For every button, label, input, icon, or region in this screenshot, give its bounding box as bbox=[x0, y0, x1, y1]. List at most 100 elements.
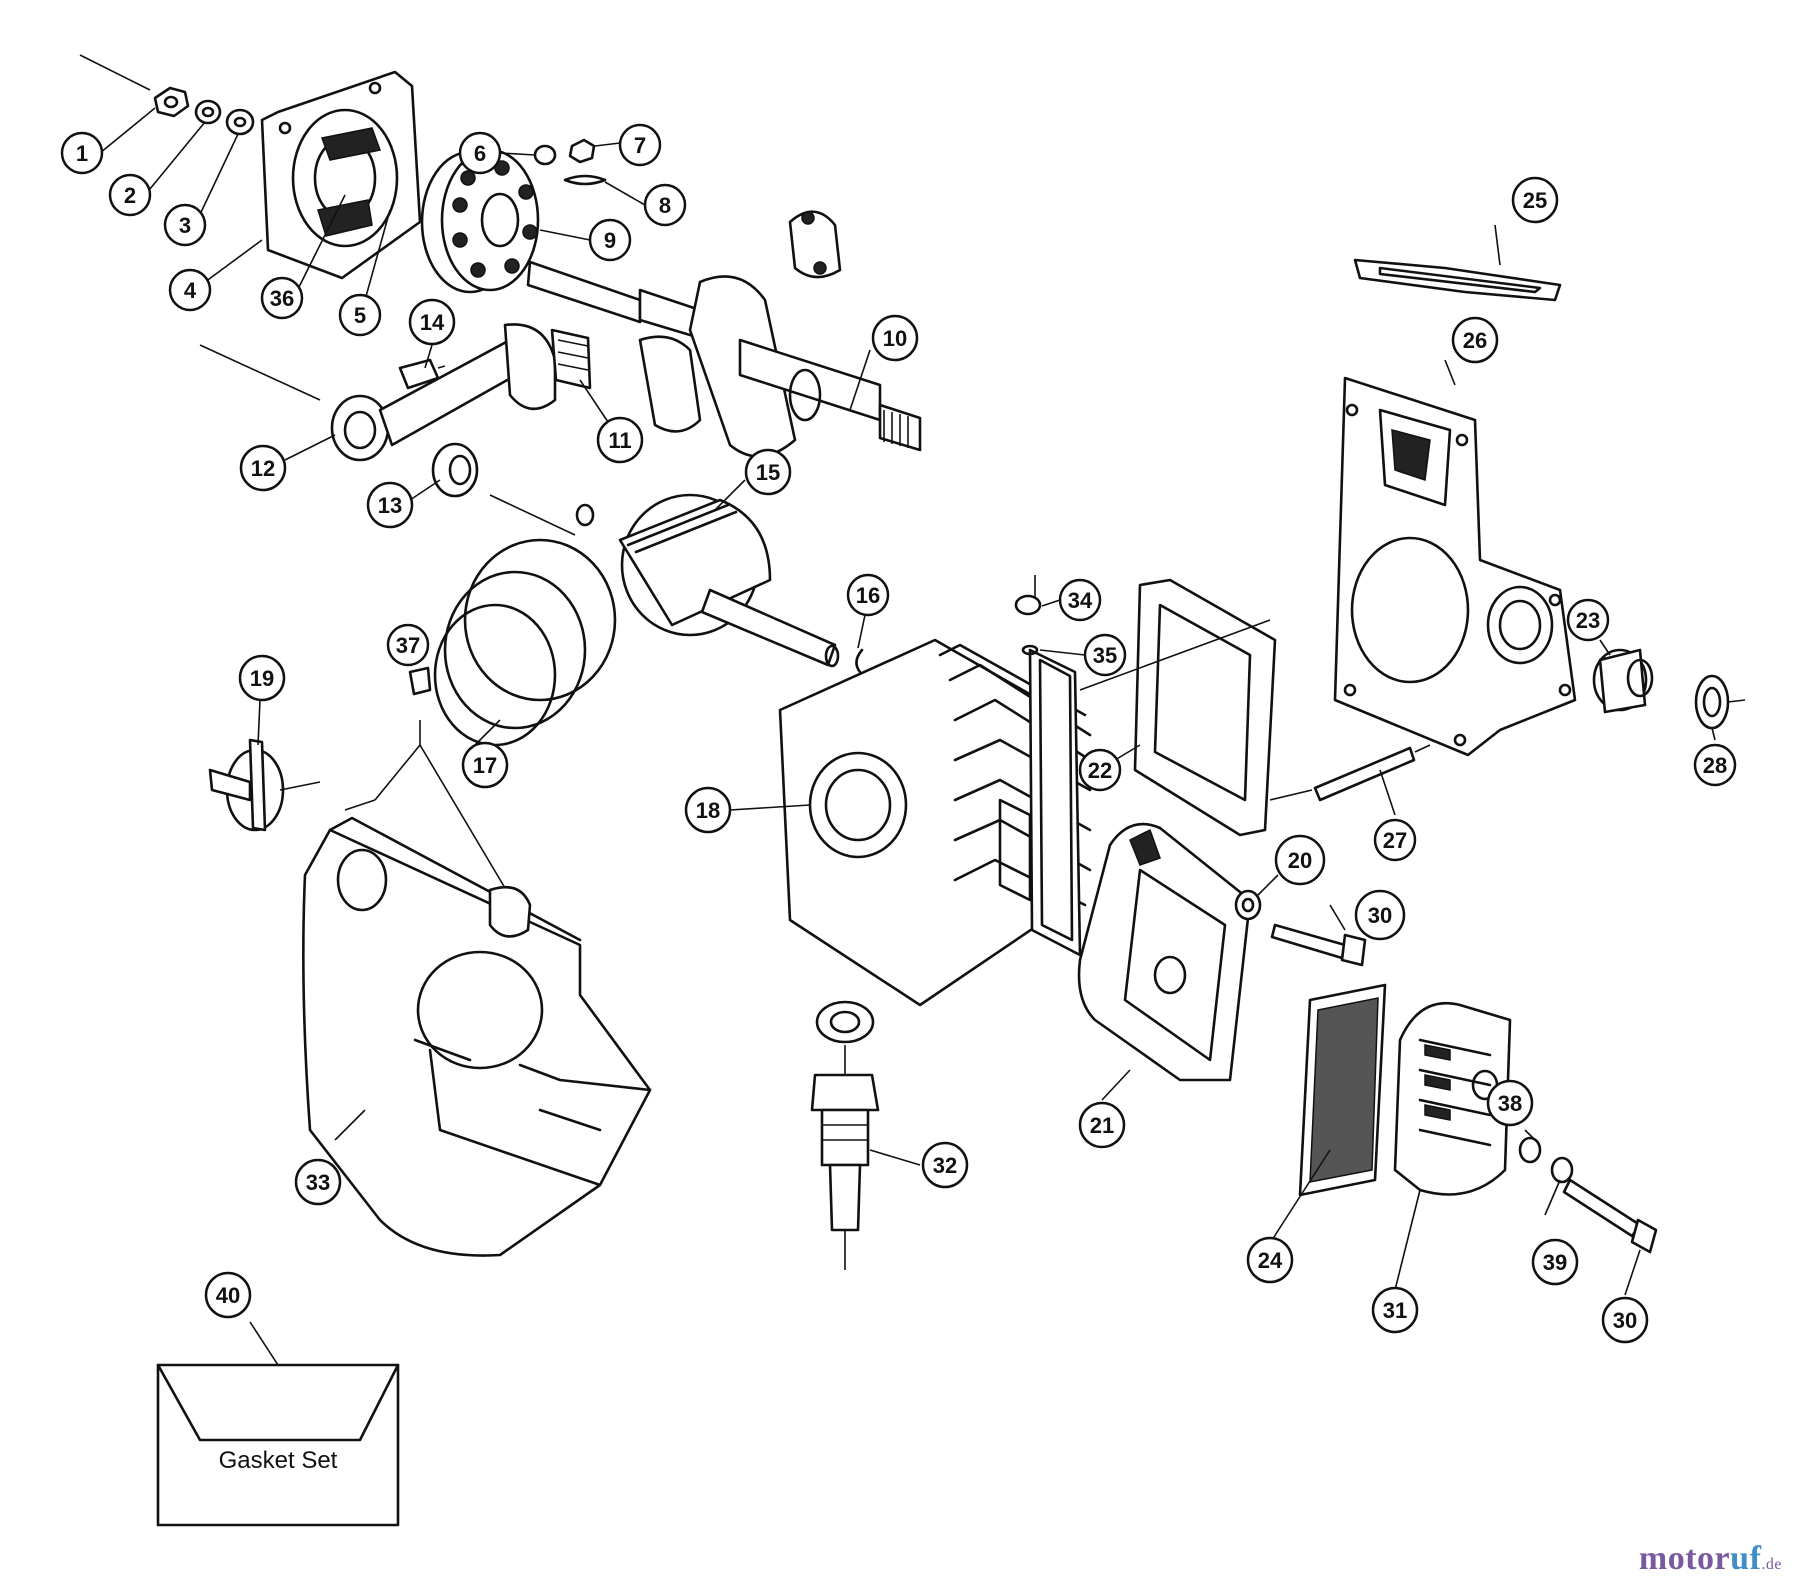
callout: 33 bbox=[294, 1158, 342, 1206]
svg-text:40: 40 bbox=[216, 1283, 240, 1308]
stator-plate bbox=[260, 70, 422, 280]
callout: 28 bbox=[1693, 743, 1737, 787]
svg-text:10: 10 bbox=[883, 326, 907, 351]
svg-text:5: 5 bbox=[354, 303, 366, 328]
callout: 37 bbox=[386, 623, 430, 667]
callout: 1 bbox=[60, 131, 104, 175]
small-hardware bbox=[533, 138, 607, 186]
choke-lever bbox=[208, 738, 321, 832]
svg-text:16: 16 bbox=[856, 583, 880, 608]
callout: 20 bbox=[1274, 834, 1326, 886]
callout: 25 bbox=[1511, 176, 1559, 224]
callout: 18 bbox=[684, 786, 732, 834]
svg-text:8: 8 bbox=[659, 193, 671, 218]
muffler-cover bbox=[1393, 1001, 1574, 1196]
svg-text:20: 20 bbox=[1288, 848, 1312, 873]
svg-text:18: 18 bbox=[696, 798, 720, 823]
stud bbox=[1269, 744, 1431, 802]
svg-text:38: 38 bbox=[1498, 1091, 1522, 1116]
watermark: motoruf.de bbox=[1638, 1540, 1782, 1577]
callout: 30 bbox=[1601, 1296, 1649, 1344]
callout: 4 bbox=[168, 268, 212, 312]
svg-text:14: 14 bbox=[420, 310, 445, 335]
callout: 11 bbox=[596, 416, 644, 464]
svg-text:9: 9 bbox=[604, 228, 616, 253]
callout: 16 bbox=[846, 573, 890, 617]
svg-text:39: 39 bbox=[1543, 1250, 1567, 1275]
svg-text:30: 30 bbox=[1368, 903, 1392, 928]
gasket-set-envelope bbox=[156, 1363, 400, 1527]
bearing-cap bbox=[788, 210, 842, 279]
cylinder-gasket bbox=[1079, 578, 1277, 837]
svg-text:22: 22 bbox=[1088, 758, 1112, 783]
callout: 14 bbox=[408, 298, 456, 346]
bearing-and-seal bbox=[1592, 648, 1746, 730]
svg-text:4: 4 bbox=[184, 278, 197, 303]
callout: 36 bbox=[260, 276, 304, 320]
leader-lines bbox=[99, 107, 1716, 1366]
callout: 39 bbox=[1531, 1238, 1579, 1286]
callout: 5 bbox=[338, 293, 382, 337]
svg-text:6: 6 bbox=[474, 141, 486, 166]
callout: 10 bbox=[871, 314, 919, 362]
cylinder bbox=[778, 575, 1092, 1007]
svg-text:12: 12 bbox=[251, 456, 275, 481]
svg-text:28: 28 bbox=[1703, 753, 1727, 778]
crankcase-gasket bbox=[1353, 258, 1562, 302]
callout: 23 bbox=[1566, 598, 1610, 642]
svg-text:13: 13 bbox=[378, 493, 402, 518]
callout: 26 bbox=[1451, 316, 1499, 364]
svg-text:15: 15 bbox=[756, 460, 780, 485]
callout: 24 bbox=[1246, 1236, 1294, 1284]
callout: 3 bbox=[163, 203, 207, 247]
callout: 35 bbox=[1083, 633, 1127, 677]
svg-text:7: 7 bbox=[634, 133, 646, 158]
callout: 31 bbox=[1371, 1286, 1419, 1334]
callout: 12 bbox=[239, 444, 287, 492]
callout: 34 bbox=[1058, 578, 1102, 622]
muffler bbox=[1077, 822, 1262, 1082]
svg-text:34: 34 bbox=[1068, 588, 1093, 613]
svg-text:25: 25 bbox=[1523, 188, 1547, 213]
svg-text:19: 19 bbox=[250, 666, 274, 691]
callout: 38 bbox=[1486, 1079, 1534, 1127]
svg-text:17: 17 bbox=[473, 753, 497, 778]
callout: 7 bbox=[618, 123, 662, 167]
svg-text:30: 30 bbox=[1613, 1308, 1637, 1333]
svg-text:3: 3 bbox=[179, 213, 191, 238]
callout: 27 bbox=[1373, 818, 1417, 862]
callout: 21 bbox=[1078, 1101, 1126, 1149]
svg-text:37: 37 bbox=[396, 633, 420, 658]
spark-plug bbox=[810, 1000, 880, 1270]
callout: 19 bbox=[238, 654, 286, 702]
callout: 6 bbox=[458, 131, 502, 175]
callout: 9 bbox=[588, 218, 632, 262]
svg-text:31: 31 bbox=[1383, 1298, 1407, 1323]
svg-text:23: 23 bbox=[1576, 608, 1600, 633]
svg-text:32: 32 bbox=[933, 1153, 957, 1178]
gasket-set-label: Gasket Set bbox=[219, 1447, 338, 1474]
crankshaft bbox=[526, 260, 922, 458]
callout: 22 bbox=[1078, 748, 1122, 792]
connecting-rod bbox=[199, 323, 592, 498]
svg-text:2: 2 bbox=[124, 183, 136, 208]
svg-text:1: 1 bbox=[76, 141, 88, 166]
callout: 13 bbox=[366, 481, 414, 529]
svg-text:27: 27 bbox=[1383, 828, 1407, 853]
callout: 2 bbox=[108, 173, 152, 217]
svg-text:24: 24 bbox=[1258, 1248, 1283, 1273]
svg-text:35: 35 bbox=[1093, 643, 1117, 668]
piston-assembly bbox=[433, 493, 864, 747]
svg-text:21: 21 bbox=[1090, 1113, 1114, 1138]
callout: 17 bbox=[461, 741, 509, 789]
svg-text:36: 36 bbox=[270, 286, 294, 311]
crankcase bbox=[1333, 376, 1577, 757]
muffler-bolts bbox=[1270, 923, 1658, 1254]
nut-and-washers bbox=[79, 54, 255, 136]
svg-text:11: 11 bbox=[608, 428, 631, 453]
tank-housing bbox=[302, 666, 652, 1257]
callout: 30 bbox=[1354, 889, 1406, 941]
callout: 40 bbox=[204, 1271, 252, 1319]
callout: 32 bbox=[921, 1141, 969, 1189]
